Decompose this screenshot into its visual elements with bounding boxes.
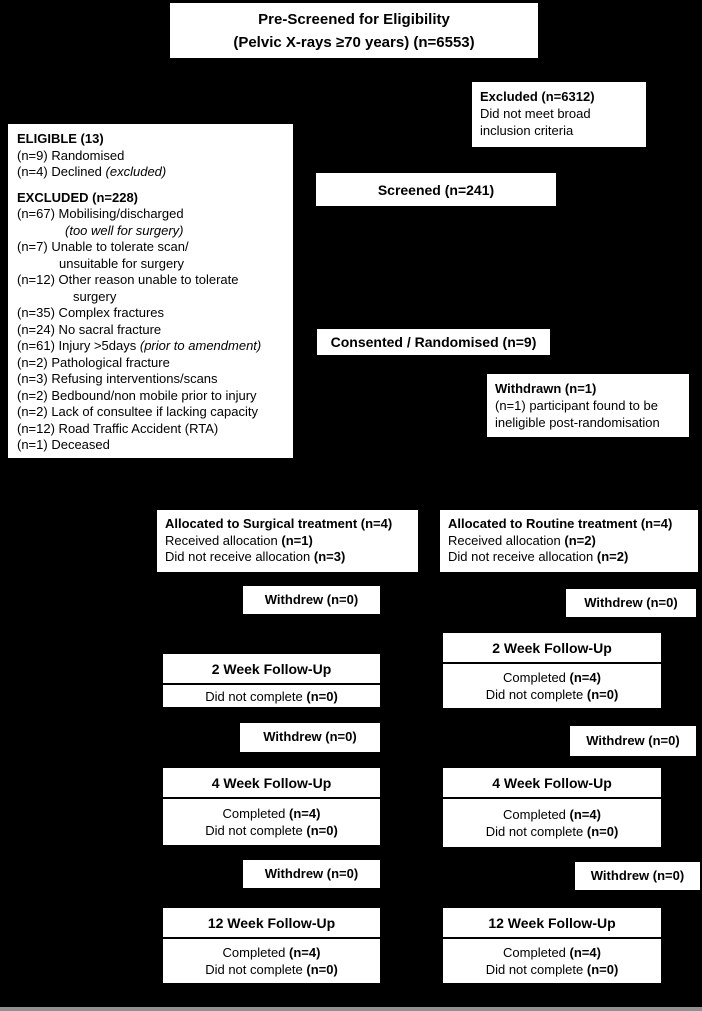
withdrew-routine-3: Withdrew (n=0) bbox=[575, 862, 700, 890]
withdrew-surgical-1: Withdrew (n=0) bbox=[243, 586, 380, 614]
excluded-pathological: (n=2) Pathological fracture bbox=[17, 354, 170, 370]
withdrew-routine-2: Withdrew (n=0) bbox=[570, 726, 696, 756]
followup-12wk-surgical: 12 Week Follow-Up Completed (n=4) Did no… bbox=[163, 908, 380, 983]
eligible-heading: ELIGIBLE (13) bbox=[17, 131, 104, 146]
followup-2wk-surgical: 2 Week Follow-Up Did not complete (n=0) bbox=[163, 654, 380, 707]
followup-12wk-surgical-body: Completed (n=4) Did not complete (n=0) bbox=[163, 939, 380, 983]
excluded-tolerate-scan-cont: unsuitable for surgery bbox=[59, 255, 185, 271]
followup-row: Completed (n=4) bbox=[503, 945, 601, 960]
excluded-other-reason: (n=12) Other reason unable to tolerate bbox=[17, 272, 239, 287]
followup-12wk-routine: 12 Week Follow-Up Completed (n=4) Did no… bbox=[443, 908, 661, 983]
allocated-surgical-box: Allocated to Surgical treatment (n=4) Re… bbox=[157, 510, 418, 572]
withdrew-surgical-2: Withdrew (n=0) bbox=[240, 723, 380, 752]
pre-screened-line1: Pre-Screened for Eligibility bbox=[258, 11, 450, 28]
followup-row: Did not complete (n=0) bbox=[485, 962, 619, 977]
excluded-complex-fractures: (n=35) Complex fractures bbox=[17, 305, 165, 320]
followup-2wk-routine-title: 2 Week Follow-Up bbox=[443, 633, 661, 664]
pre-screened-line2: (Pelvic X-rays ≥70 years) (n=6553) bbox=[233, 34, 475, 51]
excluded-refusing: (n=3) Refusing interventions/scans bbox=[17, 371, 218, 386]
allocated-surgical-received: Received allocation (n=1) bbox=[165, 532, 313, 548]
followup-row: Completed (n=4) bbox=[222, 806, 321, 821]
excluded-top-body: Did not meet broad inclusion criteria bbox=[480, 106, 591, 138]
withdrew-surgical-3: Withdrew (n=0) bbox=[243, 860, 380, 888]
excluded-bedbound: (n=2) Bedbound/non mobile prior to injur… bbox=[17, 387, 257, 403]
excluded-mobilising: (n=67) Mobilising/discharged bbox=[17, 206, 184, 221]
followup-row: Did not complete (n=0) bbox=[205, 688, 338, 704]
spacer bbox=[17, 181, 289, 190]
allocated-routine-not-received: Did not receive allocation (n=2) bbox=[448, 549, 629, 564]
followup-2wk-routine: 2 Week Follow-Up Completed (n=4) Did not… bbox=[443, 633, 661, 708]
excluded-consultee: (n=2) Lack of consultee if lacking capac… bbox=[17, 404, 258, 419]
followup-row: Completed (n=4) bbox=[222, 945, 321, 960]
followup-4wk-surgical-title: 4 Week Follow-Up bbox=[163, 768, 380, 799]
followup-row: Did not complete (n=0) bbox=[485, 687, 619, 702]
excluded-top-title: Excluded (n=6312) bbox=[480, 89, 595, 104]
allocated-routine-title: Allocated to Routine treatment (n=4) bbox=[448, 516, 673, 531]
allocated-surgical-not-received: Did not receive allocation (n=3) bbox=[165, 549, 346, 564]
followup-12wk-routine-body: Completed (n=4) Did not complete (n=0) bbox=[443, 939, 661, 983]
scan-edge-strip bbox=[0, 1007, 702, 1011]
screened-box: Screened (n=241) bbox=[316, 173, 556, 206]
followup-4wk-routine-title: 4 Week Follow-Up bbox=[443, 768, 661, 799]
allocated-routine-box: Allocated to Routine treatment (n=4) Rec… bbox=[440, 510, 698, 572]
excluded-tolerate-scan: (n=7) Unable to tolerate scan/ bbox=[17, 239, 189, 254]
followup-row: Did not complete (n=0) bbox=[485, 824, 619, 839]
withdrawn-body: (n=1) participant found to be ineligible… bbox=[495, 398, 660, 430]
followup-12wk-surgical-title: 12 Week Follow-Up bbox=[163, 908, 380, 939]
excluded-no-sacral: (n=24) No sacral fracture bbox=[17, 321, 162, 337]
pre-screened-box: Pre-Screened for Eligibility (Pelvic X-r… bbox=[170, 3, 538, 58]
followup-row: Completed (n=4) bbox=[503, 670, 601, 685]
eligible-declined: (n=4) Declined (excluded) bbox=[17, 164, 167, 179]
eligible-randomised: (n=9) Randomised bbox=[17, 147, 125, 163]
allocated-surgical-title: Allocated to Surgical treatment (n=4) bbox=[165, 516, 393, 531]
followup-4wk-routine-body: Completed (n=4) Did not complete (n=0) bbox=[443, 799, 661, 847]
withdrawn-box: Withdrawn (n=1) (n=1) participant found … bbox=[487, 374, 689, 437]
followup-row: Did not complete (n=0) bbox=[205, 962, 338, 977]
followup-2wk-routine-body: Completed (n=4) Did not complete (n=0) bbox=[443, 664, 661, 708]
excluded-other-reason-cont: surgery bbox=[73, 288, 117, 304]
excluded-injury: (n=61) Injury >5days (prior to amendment… bbox=[17, 338, 262, 353]
followup-2wk-surgical-body: Did not complete (n=0) bbox=[163, 685, 380, 707]
consented-randomised-box: Consented / Randomised (n=9) bbox=[317, 329, 550, 355]
followup-4wk-surgical-body: Completed (n=4) Did not complete (n=0) bbox=[163, 799, 380, 845]
followup-12wk-routine-title: 12 Week Follow-Up bbox=[443, 908, 661, 939]
eligible-excluded-box: ELIGIBLE (13) (n=9) Randomised (n=4) Dec… bbox=[8, 124, 293, 458]
allocated-routine-received: Received allocation (n=2) bbox=[448, 532, 596, 548]
followup-4wk-surgical: 4 Week Follow-Up Completed (n=4) Did not… bbox=[163, 768, 380, 845]
excluded-heading: EXCLUDED (n=228) bbox=[17, 189, 138, 205]
followup-2wk-surgical-title: 2 Week Follow-Up bbox=[163, 654, 380, 685]
excluded-rta: (n=12) Road Traffic Accident (RTA) bbox=[17, 420, 219, 436]
excluded-mobilising-note: (too well for surgery) bbox=[65, 222, 184, 238]
excluded-top-box: Excluded (n=6312) Did not meet broad inc… bbox=[472, 82, 646, 147]
excluded-deceased: (n=1) Deceased bbox=[17, 437, 110, 452]
followup-4wk-routine: 4 Week Follow-Up Completed (n=4) Did not… bbox=[443, 768, 661, 847]
withdrawn-title: Withdrawn (n=1) bbox=[495, 381, 597, 396]
followup-row: Did not complete (n=0) bbox=[205, 823, 338, 838]
followup-row: Completed (n=4) bbox=[503, 807, 601, 822]
withdrew-routine-1: Withdrew (n=0) bbox=[566, 589, 696, 617]
